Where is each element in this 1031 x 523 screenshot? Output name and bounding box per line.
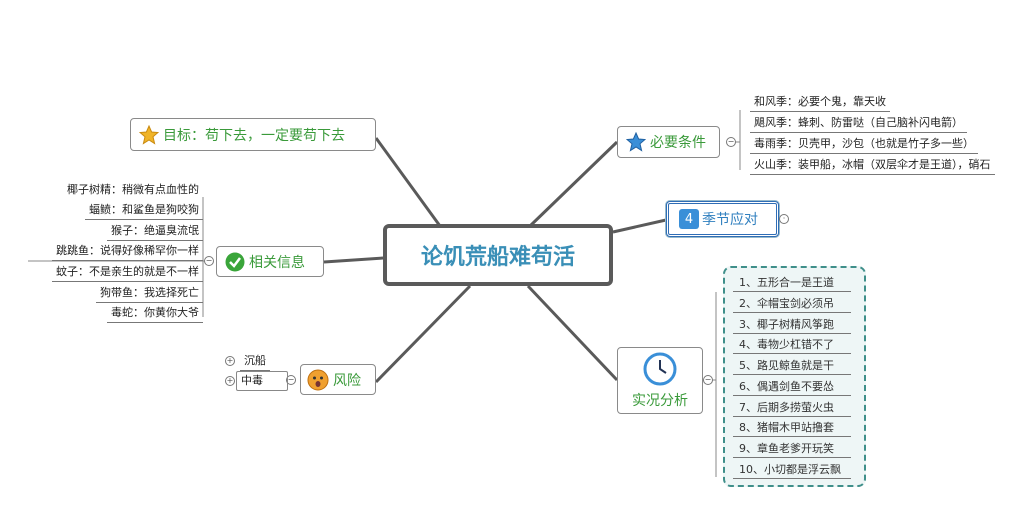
list-item[interactable]: 3、椰子树精风筝跑 bbox=[733, 316, 851, 334]
list-item[interactable]: 5、路见鲸鱼就是干 bbox=[733, 357, 851, 375]
needs-topic[interactable]: 必要条件 bbox=[617, 126, 720, 158]
list-item[interactable]: 狗带鱼：我选择死亡 bbox=[96, 284, 203, 303]
list-item[interactable]: 跳跳鱼：说得好像稀罕你一样 bbox=[52, 242, 203, 261]
goal-label: 目标：苟下去，一定要苟下去 bbox=[163, 127, 345, 144]
list-item[interactable]: 6、偶遇剑鱼不要怂 bbox=[733, 378, 851, 396]
risk-item-poison[interactable]: 中毒 bbox=[236, 371, 288, 391]
list-item[interactable]: 10、小切都是浮云飘 bbox=[733, 461, 851, 479]
risk-topic[interactable]: 风险 bbox=[300, 364, 376, 395]
analysis-boundary bbox=[723, 266, 866, 487]
number-badge-icon: 4 bbox=[679, 209, 699, 229]
info-topic[interactable]: 相关信息 bbox=[216, 246, 324, 277]
season-label: 季节应对 bbox=[702, 212, 758, 228]
list-item[interactable]: 蝠鲼：和鲨鱼是狗咬狗 bbox=[85, 201, 203, 220]
season-topic[interactable]: 4 季节应对 bbox=[666, 201, 779, 237]
expand-toggle[interactable]: + bbox=[225, 356, 235, 366]
risk-label: 风险 bbox=[333, 372, 361, 389]
goal-topic[interactable]: 目标：苟下去，一定要苟下去 bbox=[130, 118, 376, 151]
list-item[interactable]: 2、伞帽宝剑必须吊 bbox=[733, 295, 851, 313]
risk-item-sinking[interactable]: 沉船 bbox=[240, 352, 270, 371]
list-item[interactable]: 椰子树精：稍微有点血性的 bbox=[67, 183, 199, 196]
analysis-label: 实况分析 bbox=[632, 392, 688, 409]
shocked-face-icon bbox=[307, 369, 329, 391]
list-item[interactable]: 猴子：绝逼臭流氓 bbox=[107, 222, 203, 241]
clock-icon bbox=[643, 352, 677, 390]
needs-label: 必要条件 bbox=[650, 135, 706, 151]
check-icon bbox=[225, 252, 245, 272]
analysis-topic[interactable]: 实况分析 bbox=[617, 347, 703, 414]
list-item[interactable]: 1、五形合一是王道 bbox=[733, 274, 851, 292]
star-icon bbox=[139, 124, 159, 145]
list-item[interactable]: 和风季：必要个鬼，靠天收 bbox=[750, 93, 890, 112]
list-item[interactable]: 火山季：装甲船，冰帽（双层伞才是王道），硝石 bbox=[750, 156, 995, 175]
list-item[interactable]: 毒蛇：你黄你大爷 bbox=[107, 304, 203, 323]
collapse-toggle[interactable]: − bbox=[703, 375, 713, 385]
list-item[interactable]: 7、后期多捞萤火虫 bbox=[733, 399, 851, 417]
central-topic[interactable]: 论饥荒船难苟活 bbox=[383, 224, 613, 286]
expand-toggle[interactable]: + bbox=[225, 376, 235, 386]
expand-toggle[interactable]: · bbox=[779, 214, 789, 224]
list-item[interactable]: 8、猪帽木甲站撸套 bbox=[733, 419, 851, 437]
collapse-toggle[interactable]: − bbox=[286, 375, 296, 385]
star-icon bbox=[626, 132, 646, 152]
collapse-toggle[interactable]: − bbox=[726, 137, 736, 147]
list-item[interactable]: 蚊子：不是亲生的就是不一样 bbox=[52, 263, 203, 282]
collapse-toggle[interactable]: − bbox=[204, 256, 214, 266]
list-item[interactable]: 飓风季：蜂刺、防雷哒（自己脑补闪电箭） bbox=[750, 114, 967, 133]
list-item[interactable]: 4、毒物少杠错不了 bbox=[733, 336, 851, 354]
list-item[interactable]: 9、章鱼老爹开玩笑 bbox=[733, 440, 851, 458]
list-item[interactable]: 毒雨季：贝壳甲，沙包（也就是竹子多一些） bbox=[750, 135, 978, 154]
info-label: 相关信息 bbox=[249, 254, 305, 271]
